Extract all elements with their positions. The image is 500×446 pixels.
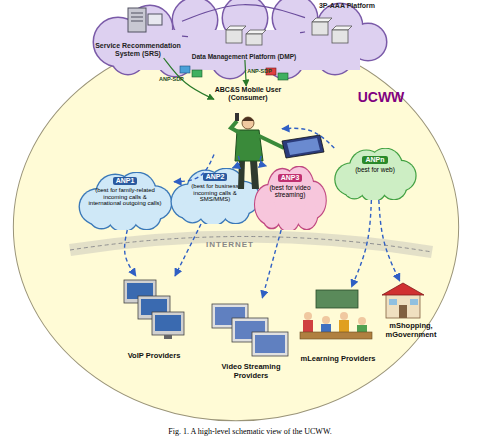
platform-boxes-icon	[312, 18, 352, 43]
server-slot	[131, 13, 143, 14]
provider-node: mShopping, mGovernment	[376, 281, 446, 339]
node-body: ABC&S Mobile User (Consumer)	[214, 86, 282, 156]
access-network-cloud: ANP3 (best for video streaming)	[252, 166, 328, 230]
provider-node: VoIP Providers	[118, 276, 190, 360]
node-label: mShopping, mGovernment	[376, 322, 446, 339]
box-face	[332, 30, 348, 43]
cloud-fill	[172, 169, 259, 224]
node-body: Video Streaming Providers	[204, 298, 298, 380]
network-note: (best for family-related incoming calls …	[88, 187, 162, 207]
world-circle: UCWW ABC&S Mobile User (Consumer) ANP1 (bes…	[12, 32, 460, 422]
network-note: (best for web)	[355, 166, 395, 173]
server-slot	[131, 17, 143, 18]
node-body: Service Recommendation System (SRS)	[94, 6, 182, 58]
connector-label: ANP-SDP	[247, 68, 272, 74]
access-network-cloud: ANP1 (best for family-related incoming ca…	[76, 172, 174, 230]
connector	[300, 31, 305, 33]
network-name: ANPn	[362, 156, 387, 164]
cloud-outline	[79, 172, 173, 230]
node-body: UCWW	[342, 90, 420, 112]
node-body: mShopping, mGovernment	[376, 281, 446, 339]
provider-node: mLearning Providers	[298, 287, 378, 363]
network-note: (best for business incoming calls & SMS/…	[180, 183, 250, 203]
platform-box: Service Recommendation System (SRS)	[94, 6, 182, 58]
server-icon	[128, 8, 162, 32]
node-body: mLearning Providers	[298, 287, 378, 363]
box-top	[226, 26, 246, 30]
provider-node: Video Streaming Providers	[204, 298, 298, 380]
server-case	[128, 8, 146, 32]
node-label: mLearning Providers	[300, 355, 375, 363]
node-body: Data Management Platform (DMP)	[188, 24, 300, 60]
platform-box: 3P-AAA Platform	[305, 2, 389, 48]
cloud-lobe	[350, 24, 386, 60]
cloud-lobe	[273, 0, 317, 40]
cloud-lobe	[350, 24, 386, 60]
cloud-lobe	[358, 160, 392, 195]
cloud-outline	[254, 166, 327, 230]
node-body: ANP2 (best for business incoming calls & …	[180, 173, 250, 220]
node-label: Video Streaming Providers	[204, 363, 298, 380]
cloud-lobe	[318, 4, 362, 48]
node-label: ABC&S Mobile User (Consumer)	[214, 86, 282, 102]
cloud-lobe	[318, 4, 362, 48]
cloud-fill	[255, 167, 326, 230]
network-name: ANP3	[278, 174, 303, 182]
network-name: ANP2	[203, 173, 228, 181]
figure-caption: Fig. 1. A high-level schematic view of t…	[0, 427, 500, 436]
platform-box: Data Management Platform (DMP)	[188, 24, 300, 60]
node-body: 3P-AAA Platform	[305, 2, 389, 16]
cloud-fill	[335, 149, 415, 200]
access-network-cloud: ANPn (best for web)	[332, 148, 418, 200]
user-node: ABC&S Mobile User (Consumer)	[214, 86, 282, 156]
network-name: ANP1	[113, 177, 138, 185]
connector-label: ANP-SDP	[159, 76, 184, 82]
access-network-cloud: ANP2 (best for business incoming calls & …	[168, 168, 262, 224]
network-label: INTERNET	[180, 240, 280, 249]
connector	[182, 5, 305, 21]
node-label: Service Recommendation System (SRS)	[94, 42, 182, 58]
cloud-outline	[334, 148, 416, 200]
node-label: UCWW	[358, 90, 405, 106]
cloud-outline	[170, 168, 260, 224]
box-face	[312, 22, 328, 35]
node-body: ANPn (best for web)	[344, 156, 406, 196]
server-slot	[131, 21, 143, 22]
network-note: (best for video streaming)	[264, 184, 316, 199]
node-body: VoIP Providers	[118, 276, 190, 360]
cloud-fill	[80, 173, 171, 230]
node-label: Data Management Platform (DMP)	[192, 53, 296, 60]
connector	[182, 36, 188, 38]
node-body: ANP1 (best for family-related incoming ca…	[88, 177, 162, 226]
node-label: 3P-AAA Platform	[319, 2, 375, 10]
box-top	[332, 26, 352, 30]
node-body: ANP3 (best for video streaming)	[264, 174, 316, 226]
box-top	[312, 18, 332, 22]
monitor	[148, 14, 162, 25]
cloud-lobe	[273, 0, 317, 40]
node-label: VoIP Providers	[128, 352, 181, 360]
world-circle-outline	[13, 33, 458, 421]
